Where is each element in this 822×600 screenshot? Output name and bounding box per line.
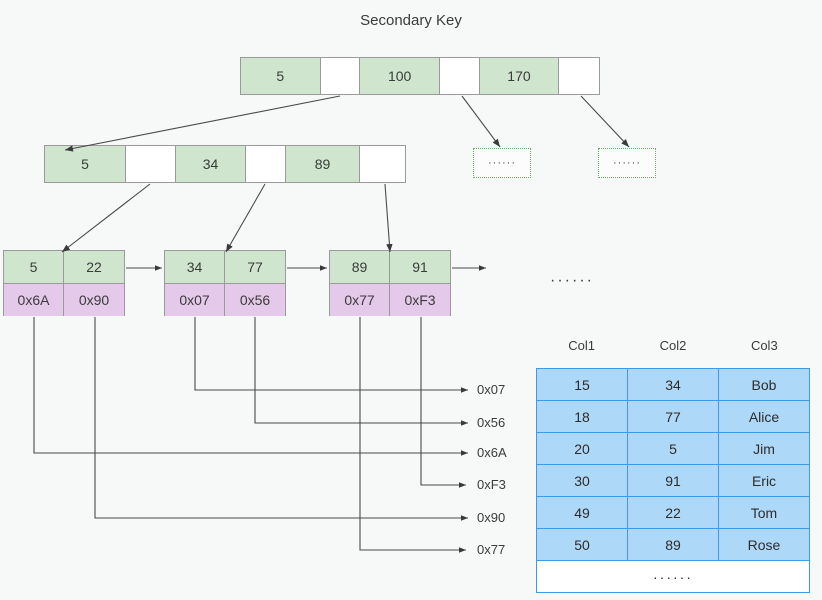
pointer-label-0xF3: 0xF3 <box>477 477 506 492</box>
data-table: 15 34 Bob 18 77 Alice 20 5 Jim 30 91 Eri… <box>536 368 810 593</box>
table-cell: Jim <box>718 432 810 465</box>
leaf-2-addr-1[interactable]: 0xF3 <box>390 284 450 316</box>
leaf-1-key-1[interactable]: 77 <box>225 251 285 283</box>
wire-0x90 <box>94 317 468 521</box>
table-cell: Eric <box>718 464 810 497</box>
table-cell: 30 <box>536 464 628 497</box>
table-cell: 22 <box>627 496 719 529</box>
internal-key-1[interactable]: 34 <box>176 146 246 182</box>
internal-key-2[interactable]: 89 <box>286 146 360 182</box>
table-tail-ellipsis: ······ <box>536 560 810 593</box>
internal-pointer-0[interactable] <box>126 146 176 182</box>
internal-pointer-1[interactable] <box>246 146 286 182</box>
internal-key-0[interactable]: 5 <box>45 146 126 182</box>
table-cell: 77 <box>627 400 719 433</box>
leaf-2-key-1[interactable]: 91 <box>390 251 450 283</box>
internal-index-node: 5 34 89 <box>44 145 406 183</box>
page-title: Secondary Key <box>360 12 462 29</box>
table-cell: 18 <box>536 400 628 433</box>
pointer-label-0x77: 0x77 <box>477 542 506 557</box>
edge-internal-to-leaf-0 <box>61 183 151 253</box>
edge-internal-to-leaf-2 <box>384 183 393 253</box>
leaf-0-keys: 5 22 <box>4 251 124 284</box>
leaf-2-addr-0[interactable]: 0x77 <box>330 284 391 316</box>
table-column-headers: Col1 Col2 Col3 <box>536 338 810 353</box>
leaf-2-keys: 89 91 <box>330 251 450 284</box>
table-cell: 89 <box>627 528 719 561</box>
leaf-0-addr-1[interactable]: 0x90 <box>64 284 124 316</box>
wire-0xF3 <box>420 317 466 488</box>
pointer-label-0x07: 0x07 <box>477 382 506 397</box>
root-index-node: 5 100 170 <box>240 57 600 95</box>
leaf-1-addr-0[interactable]: 0x07 <box>165 284 226 316</box>
pointer-label-0x90: 0x90 <box>477 510 506 525</box>
table-row[interactable]: 49 22 Tom <box>536 496 810 529</box>
table-cell: Tom <box>718 496 810 529</box>
wire-0x77 <box>359 317 466 553</box>
table-row[interactable]: 20 5 Jim <box>536 432 810 465</box>
table-row[interactable]: 30 91 Eric <box>536 464 810 497</box>
root-pointer-1[interactable] <box>439 58 480 94</box>
leaf-node-0: 5 22 0x6A 0x90 <box>3 250 125 316</box>
wire-0x6A <box>33 317 468 456</box>
root-pointer-0[interactable] <box>320 58 361 94</box>
table-cell: 20 <box>536 432 628 465</box>
edge-root-to-placeholder-1 <box>580 95 630 148</box>
leaf-0-addr-0[interactable]: 0x6A <box>4 284 65 316</box>
leaf-1-key-0[interactable]: 34 <box>165 251 226 283</box>
pointer-label-0x6A: 0x6A <box>477 445 507 460</box>
leaf-0-key-1[interactable]: 22 <box>64 251 124 283</box>
root-pointer-2[interactable] <box>559 58 600 94</box>
table-row-ellipsis: ······ <box>536 560 810 593</box>
leaf-1-keys: 34 77 <box>165 251 285 284</box>
root-key-1[interactable]: 100 <box>360 58 440 94</box>
table-cell: Rose <box>718 528 810 561</box>
table-cell: Bob <box>718 368 810 401</box>
wire-0x56 <box>254 317 468 426</box>
leaf-node-1: 34 77 0x07 0x56 <box>164 250 286 316</box>
leaf-1-addr-1[interactable]: 0x56 <box>225 284 285 316</box>
leaf-1-addrs: 0x07 0x56 <box>165 284 285 316</box>
table-header-col1: Col1 <box>568 338 596 353</box>
leaf-chain-ellipsis: ······ <box>550 272 594 289</box>
leaf-node-2: 89 91 0x77 0xF3 <box>329 250 451 316</box>
placeholder-subtree-0: ······ <box>473 148 531 178</box>
table-row[interactable]: 15 34 Bob <box>536 368 810 401</box>
leaf-2-key-0[interactable]: 89 <box>330 251 391 283</box>
edge-root-to-placeholder-0 <box>461 95 501 148</box>
table-cell: 5 <box>627 432 719 465</box>
table-row[interactable]: 50 89 Rose <box>536 528 810 561</box>
placeholder-subtree-1: ······ <box>598 148 656 178</box>
root-key-2[interactable]: 170 <box>479 58 560 94</box>
edge-root-to-internal <box>64 95 341 152</box>
table-cell: 15 <box>536 368 628 401</box>
table-cell: Alice <box>718 400 810 433</box>
leaf-0-addrs: 0x6A 0x90 <box>4 284 124 316</box>
table-row[interactable]: 18 77 Alice <box>536 400 810 433</box>
root-key-0[interactable]: 5 <box>241 58 321 94</box>
table-cell: 91 <box>627 464 719 497</box>
wire-0x07 <box>194 317 468 393</box>
table-header-col3: Col3 <box>750 338 778 353</box>
table-cell: 49 <box>536 496 628 529</box>
table-cell: 50 <box>536 528 628 561</box>
leaf-2-addrs: 0x77 0xF3 <box>330 284 450 316</box>
leaf-0-key-0[interactable]: 5 <box>4 251 65 283</box>
pointer-label-0x56: 0x56 <box>477 415 506 430</box>
table-header-col2: Col2 <box>659 338 687 353</box>
edge-internal-to-leaf-1 <box>225 183 266 253</box>
table-cell: 34 <box>627 368 719 401</box>
internal-pointer-2[interactable] <box>360 146 405 182</box>
